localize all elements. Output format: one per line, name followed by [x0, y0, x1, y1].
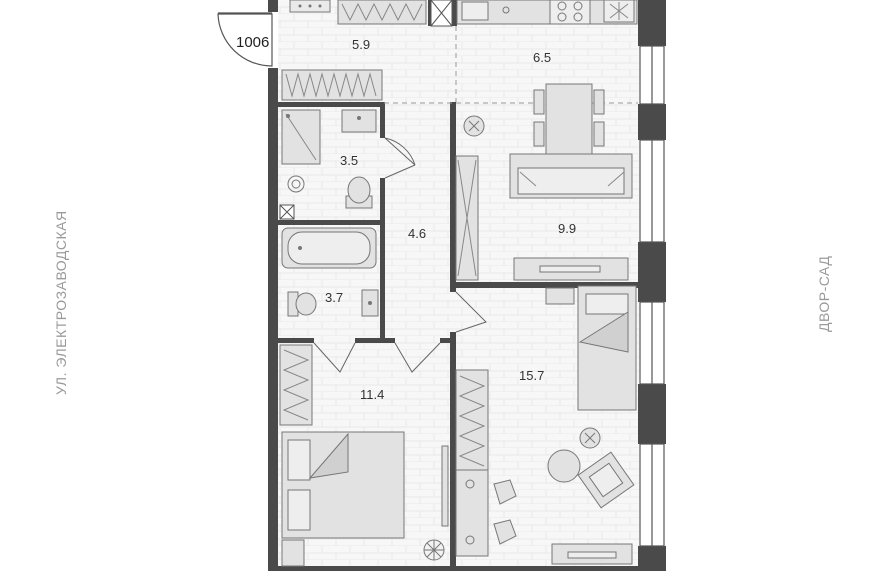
bed-right	[577, 285, 637, 411]
toilet-bowl	[345, 176, 373, 209]
bedside-table	[545, 287, 575, 305]
entry-door	[217, 12, 273, 67]
wardrobe-living	[455, 155, 479, 281]
street-label-left: УЛ. ЭЛЕКТРОЗАВОДСКАЯ	[53, 210, 69, 395]
hall-wardrobe	[281, 69, 383, 101]
room-area-bedroom-left: 11.4	[360, 387, 384, 402]
floor-lamp-icon	[463, 115, 485, 137]
room-area-hall: 5.9	[352, 37, 370, 52]
room-area-toilet: 3.5	[340, 153, 358, 168]
mirror-left	[441, 445, 449, 527]
kitchen-counter	[456, 0, 638, 25]
bathtub	[281, 227, 377, 269]
bath-sink	[361, 289, 379, 317]
walls	[268, 0, 666, 571]
street-label-right: ДВОР-САД	[816, 256, 832, 332]
plant-icon	[423, 539, 445, 561]
apartment-number: 1006	[236, 34, 269, 51]
dining-table	[533, 83, 605, 155]
wardrobe-bedroom-left	[279, 344, 313, 426]
room-area-living: 9.9	[558, 221, 576, 236]
bed-left	[281, 431, 405, 539]
sofa	[509, 153, 633, 199]
tv-stand-bedroom	[551, 543, 633, 565]
armchair	[577, 451, 635, 509]
door-swings	[313, 137, 487, 373]
lamp-bedroom-icon	[579, 427, 601, 449]
interior-walls	[278, 0, 638, 571]
coffee-table	[547, 449, 581, 483]
nightstand	[281, 539, 305, 567]
bath-toilet	[287, 291, 317, 317]
utility-shaft-icon	[279, 204, 295, 220]
hall-wardrobe-top	[337, 0, 427, 25]
room-area-bedroom-right: 15.7	[519, 368, 544, 383]
room-area-kitchen: 6.5	[533, 50, 551, 65]
tv-stand	[513, 257, 629, 281]
toilet-sink	[341, 109, 377, 133]
windows	[639, 45, 665, 547]
desk	[455, 469, 489, 557]
washing-machine-icon	[287, 175, 305, 193]
room-area-corridor: 4.6	[408, 226, 426, 241]
office-chairs	[493, 479, 517, 545]
hall-shelf-icon	[289, 0, 331, 13]
ventilation-shaft-icon	[430, 0, 453, 27]
room-area-bath: 3.7	[325, 290, 343, 305]
shower-cabin	[281, 109, 321, 165]
wardrobe-bedroom-right	[455, 369, 489, 471]
